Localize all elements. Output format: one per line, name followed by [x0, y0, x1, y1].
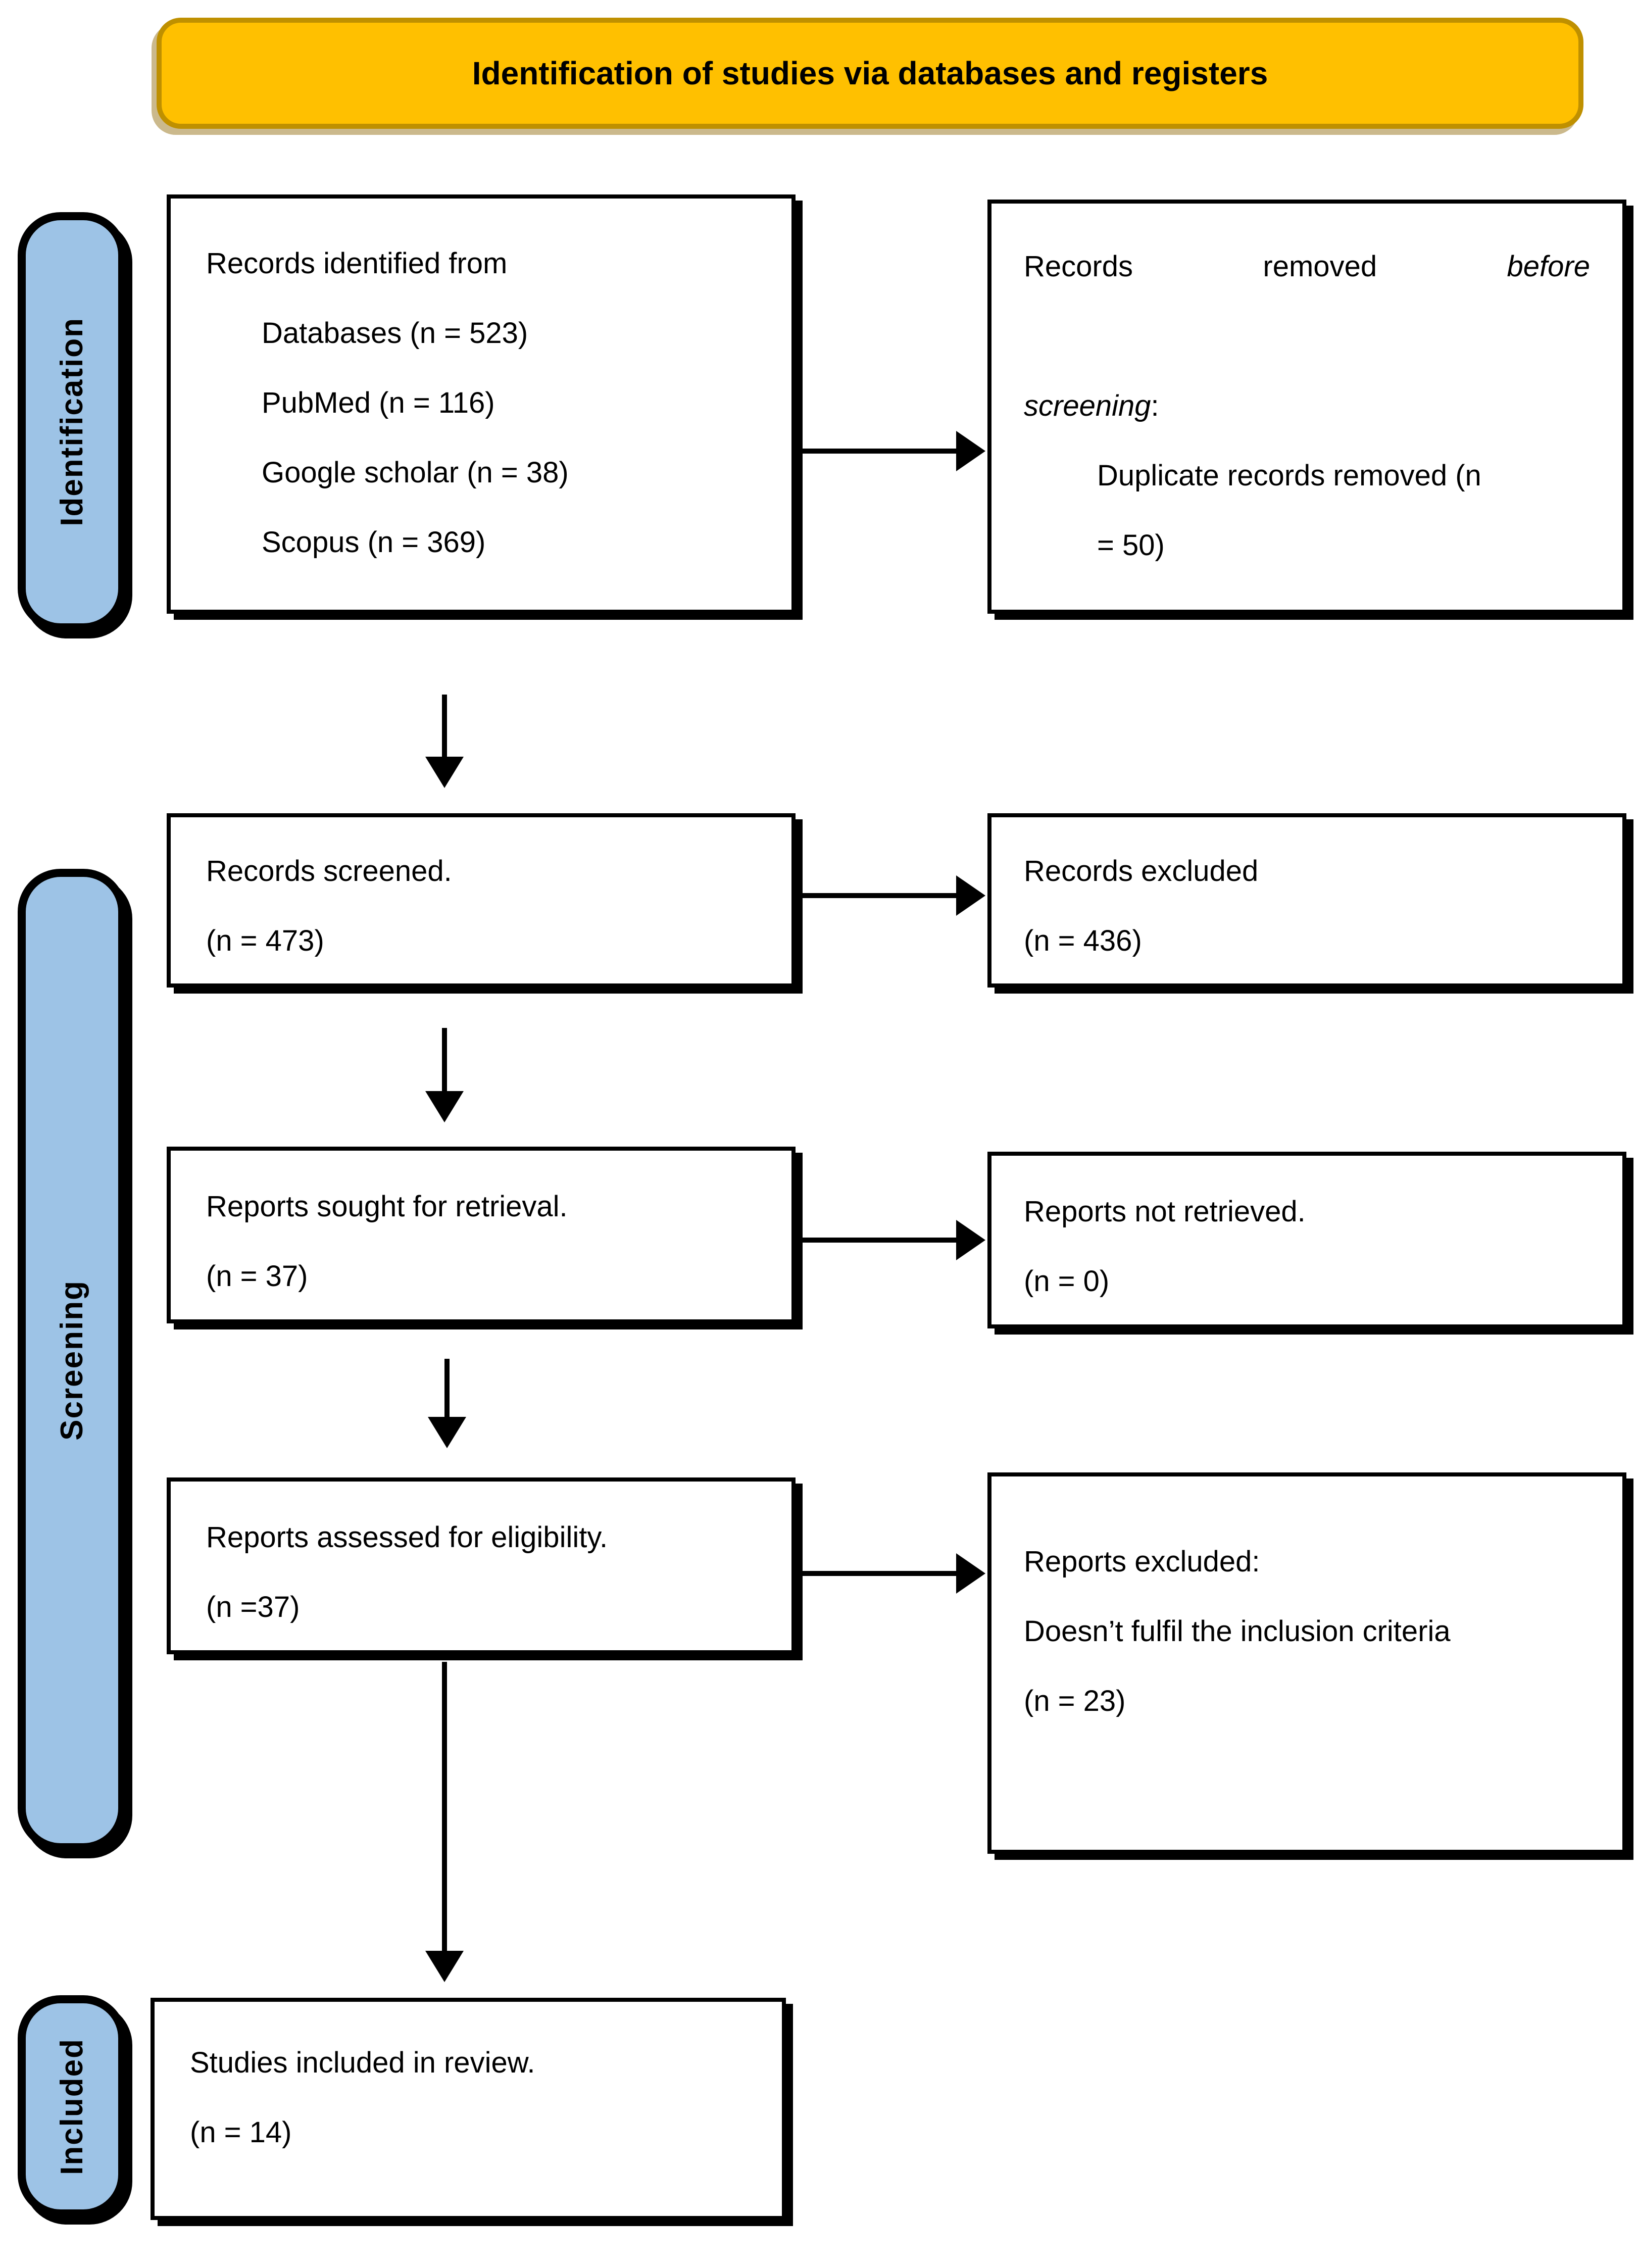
- arrow-head-right-icon: [956, 875, 985, 916]
- box-records-removed-before-screening: Records removed before screening: Duplic…: [987, 200, 1626, 614]
- arrow-head-down-icon: [425, 757, 464, 788]
- stage-label-identification-text: Identification: [55, 317, 89, 526]
- box-line: (n =37): [206, 1591, 300, 1623]
- title-banner: Identification of studies via databases …: [157, 18, 1583, 129]
- box-line: Records excluded: [1024, 855, 1259, 888]
- arrow-line: [798, 449, 960, 454]
- stage-label-identification: Identification: [18, 212, 126, 631]
- box-line: (n = 0): [1024, 1265, 1110, 1298]
- word: :: [1151, 389, 1159, 422]
- arrow-head-down-icon: [425, 1091, 464, 1122]
- word-italic: before: [1507, 250, 1590, 283]
- arrow-head-right-icon: [956, 1220, 985, 1260]
- box-line: (n = 23): [1024, 1685, 1126, 1717]
- stage-label-included: Included: [18, 1995, 126, 2217]
- box-records-excluded: Records excluded (n = 436): [987, 813, 1626, 988]
- box-records-screened: Records screened. (n = 473): [167, 813, 796, 988]
- box-studies-included: Studies included in review. (n = 14): [151, 1998, 786, 2220]
- box-line: (n = 14): [190, 2116, 292, 2149]
- word: removed: [1263, 250, 1377, 283]
- box-line-justified: Records removed before: [1024, 232, 1590, 302]
- stage-label-screening-text: Screening: [55, 1279, 89, 1441]
- box-records-identified: Records identified from Databases (n = 5…: [167, 194, 796, 614]
- box-line: Doesn’t fulfil the inclusion criteria: [1024, 1615, 1451, 1648]
- box-line: Reports not retrieved.: [1024, 1195, 1306, 1228]
- box-line: Reports excluded:: [1024, 1545, 1260, 1578]
- box-line: PubMed (n = 116): [262, 386, 495, 419]
- box-reports-sought: Reports sought for retrieval. (n = 37): [167, 1147, 796, 1323]
- stage-label-screening: Screening: [18, 869, 126, 1851]
- box-line: Google scholar (n = 38): [262, 456, 569, 489]
- box-line: Studies included in review.: [190, 2046, 535, 2079]
- arrow-head-down-icon: [428, 1417, 466, 1448]
- arrow-line: [444, 1359, 450, 1419]
- box-line: Scopus (n = 369): [262, 526, 486, 559]
- box-line: Records screened.: [206, 855, 452, 888]
- box-reports-excluded: Reports excluded: Doesn’t fulfil the inc…: [987, 1472, 1626, 1854]
- stage-label-included-text: Included: [55, 2038, 89, 2175]
- box-line: Records identified from: [206, 247, 508, 280]
- box-line: screening:: [1024, 302, 1590, 441]
- arrow-line: [798, 893, 960, 898]
- box-line: Reports sought for retrieval.: [206, 1190, 568, 1223]
- box-line: (n = 436): [1024, 924, 1142, 957]
- arrow-line: [798, 1238, 960, 1243]
- arrow-head-right-icon: [956, 1553, 985, 1594]
- arrow-line: [442, 695, 447, 760]
- word: Records: [1024, 250, 1133, 283]
- box-line: (n = 37): [206, 1260, 308, 1293]
- arrow-line: [798, 1571, 960, 1576]
- arrow-head-down-icon: [425, 1951, 464, 1982]
- box-line: Duplicate records removed (n = 50): [1097, 459, 1481, 562]
- box-line: (n = 473): [206, 924, 324, 957]
- box-line: Reports assessed for eligibility.: [206, 1521, 608, 1554]
- diagram-title: Identification of studies via databases …: [472, 55, 1268, 91]
- box-line: Databases (n = 523): [262, 317, 528, 350]
- arrow-line: [442, 1028, 447, 1094]
- word-italic: screening: [1024, 389, 1151, 422]
- arrow-head-right-icon: [956, 431, 985, 471]
- box-reports-not-retrieved: Reports not retrieved. (n = 0): [987, 1152, 1626, 1328]
- box-reports-assessed: Reports assessed for eligibility. (n =37…: [167, 1477, 796, 1654]
- arrow-line: [442, 1662, 447, 1955]
